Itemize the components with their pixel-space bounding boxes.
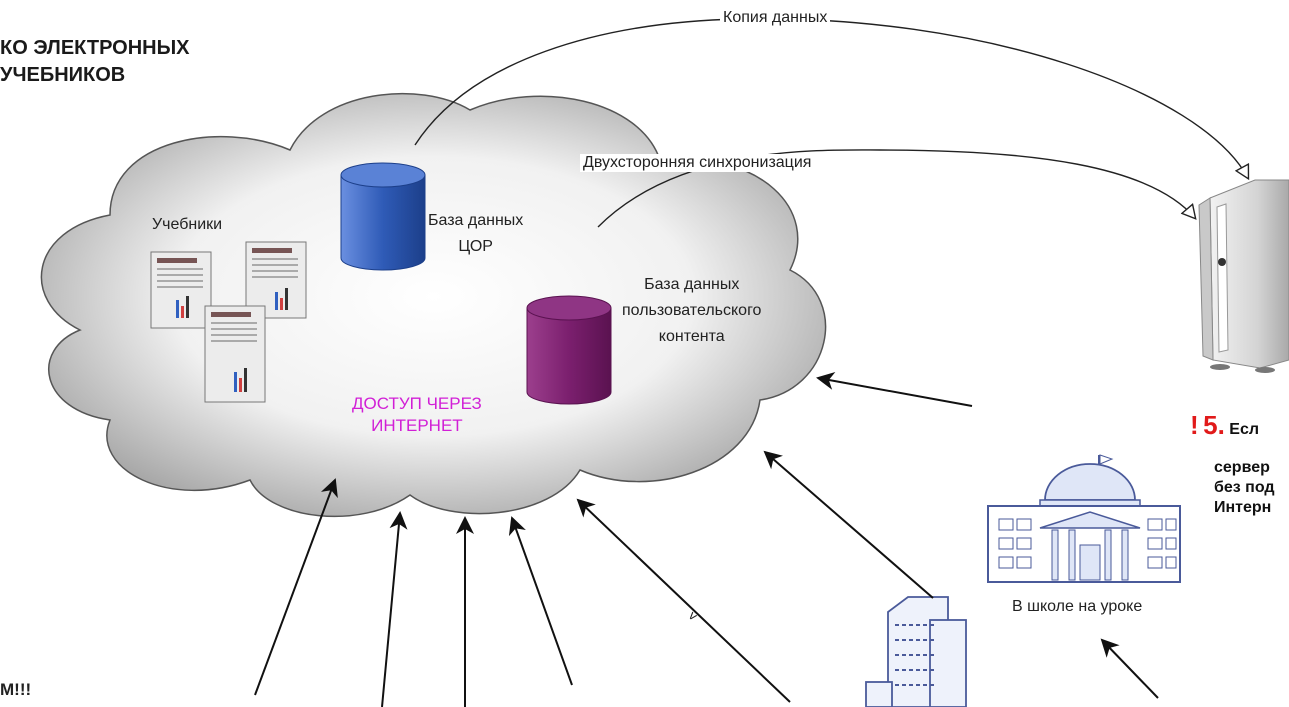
db-user-content-label: База данных пользовательского контента <box>622 272 761 350</box>
textbook-icon <box>150 251 212 329</box>
access-arrow <box>508 516 573 686</box>
internet-access-label: ДОСТУП ЧЕРЕЗ ИНТЕРНЕТ <box>352 393 482 437</box>
access-arrow <box>381 511 408 707</box>
access-arrow <box>763 450 934 599</box>
server-note: ! 5. Есл <box>1190 410 1259 441</box>
bottom-left-text: М!!! <box>0 680 32 699</box>
office-building-icon <box>865 596 967 707</box>
database-user-content-icon <box>526 295 612 405</box>
cloud-shape <box>40 92 827 518</box>
title-line-2: УЧЕБНИКОВ <box>0 64 126 86</box>
internet-access-line-2: ИНТЕРНЕТ <box>371 416 463 435</box>
textbook-icon <box>245 241 307 319</box>
note-line-4: Интерн <box>1214 499 1272 516</box>
server-icon <box>1198 179 1289 373</box>
db-cor-label: База данных ЦОР <box>428 208 523 260</box>
access-arrow <box>816 372 973 407</box>
db-user-label-line-3: контента <box>658 328 725 345</box>
access-arrow <box>1100 638 1159 699</box>
db-cor-label-line-2: ЦОР <box>458 238 493 255</box>
textbook-icon <box>204 305 266 403</box>
title-line-1: КО ЭЛЕКТРОННЫХ <box>0 37 190 59</box>
school-label: В школе на уроке <box>1012 598 1143 615</box>
database-cor-icon <box>340 162 426 271</box>
sync-label: Двухсторонняя синхронизация <box>580 154 815 172</box>
note-line-3: без под <box>1214 479 1275 496</box>
access-arrow <box>576 498 791 703</box>
copy-data-label: Копия данных <box>720 9 831 27</box>
page-title: КО ЭЛЕКТРОННЫХ УЧЕБНИКОВ <box>0 35 190 89</box>
db-user-label-line-1: База данных <box>644 276 740 293</box>
note-line-1: Есл <box>1229 421 1259 438</box>
access-arrow <box>254 478 338 696</box>
db-user-label-line-2: пользовательского <box>622 302 762 319</box>
textbooks-label: Учебники <box>152 216 223 233</box>
db-cor-label-line-1: База данных <box>428 212 524 229</box>
school-icon <box>987 454 1181 583</box>
server-note-body: сервер без под Интерн <box>1214 458 1275 518</box>
exclamation-mark: ! <box>1190 410 1199 440</box>
note-line-2: сервер <box>1214 459 1270 476</box>
internet-access-line-1: ДОСТУП ЧЕРЕЗ <box>352 394 482 413</box>
note-number: 5. <box>1203 410 1225 440</box>
